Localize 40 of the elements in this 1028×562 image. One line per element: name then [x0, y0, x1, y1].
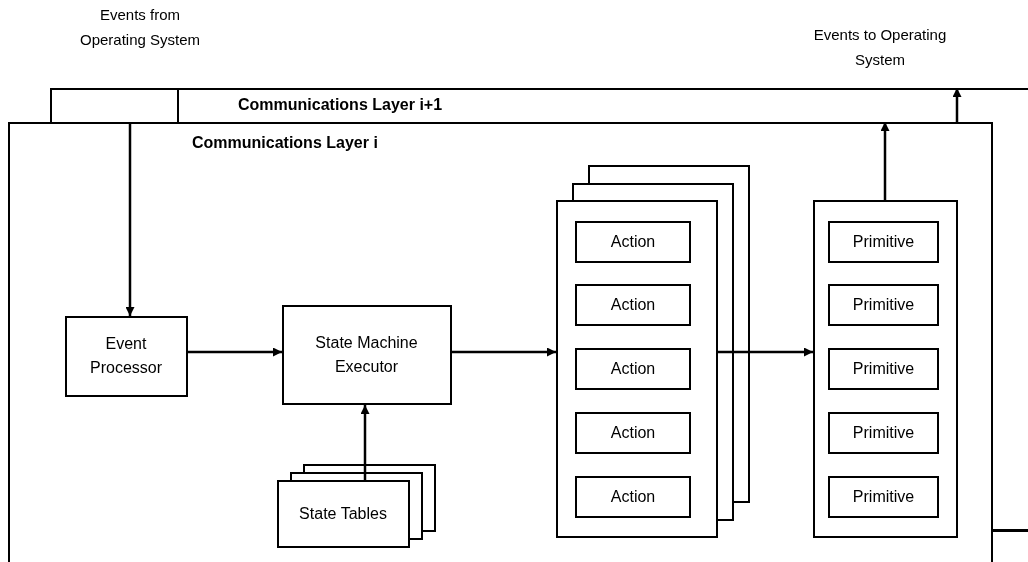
process-box [828, 412, 939, 454]
container-box [812, 199, 958, 538]
annotation-text: Events from Operating System [78, 5, 202, 50]
layer-panel [8, 122, 993, 562]
process-box [575, 412, 691, 454]
box-label: Action [609, 359, 657, 379]
box-label: Event Processor [89, 334, 163, 378]
box-label: Primitive [851, 295, 916, 315]
arrow [188, 347, 282, 357]
box-label: Action [609, 423, 657, 443]
arrow [718, 347, 813, 357]
process-box [828, 221, 939, 263]
process-box [828, 284, 939, 326]
process-box [575, 476, 691, 518]
arrow [880, 122, 890, 200]
stacked-container-box [555, 199, 718, 538]
box-label: Action [609, 487, 657, 507]
layer-title: Communications Layer i+1 [238, 96, 443, 114]
layer-title: Communications Layer i [192, 134, 378, 152]
arrow [452, 347, 556, 357]
process-box [64, 315, 188, 397]
arrow [952, 88, 962, 122]
annotation-text: Events to Operating System [812, 25, 948, 70]
box-label: State Tables [298, 503, 388, 524]
box-label: State Machine Executor [314, 332, 419, 377]
box-label: Primitive [851, 487, 916, 507]
arrow [125, 122, 135, 316]
process-box [828, 348, 939, 390]
box-label: Action [609, 295, 657, 315]
arrow [360, 405, 370, 480]
process-box [281, 304, 452, 405]
process-box [575, 284, 691, 326]
box-label: Action [609, 232, 657, 252]
box-label: Primitive [851, 232, 916, 252]
process-box [575, 348, 691, 390]
document-stack-box [276, 479, 410, 548]
process-box [828, 476, 939, 518]
box-label: Primitive [851, 423, 916, 443]
box-label: Primitive [851, 359, 916, 379]
process-box [575, 221, 691, 263]
